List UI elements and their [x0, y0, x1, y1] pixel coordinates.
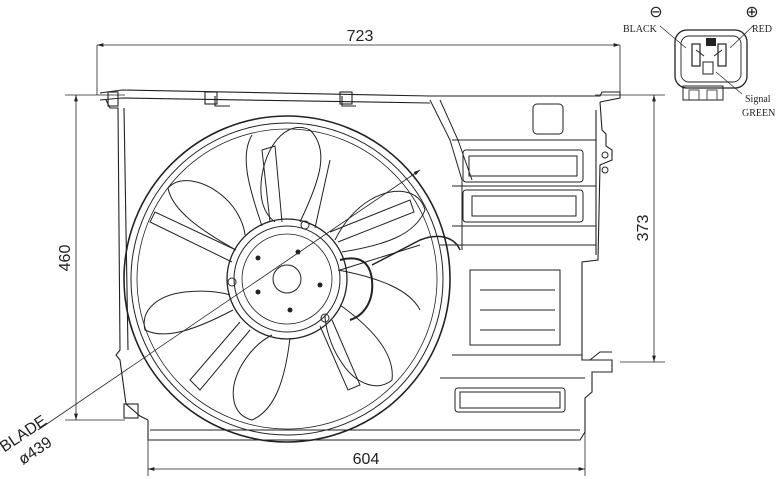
black-wire-label: BLACK — [623, 24, 658, 35]
green-wire-label: GREEN — [742, 108, 775, 119]
motor-struts — [149, 145, 421, 391]
connector-diagram — [659, 25, 754, 101]
overall-width-label: 723 — [347, 28, 374, 45]
red-wire-label: RED — [752, 24, 772, 35]
plus-terminal-icon: ⊕ — [745, 2, 758, 21]
fan-blades — [143, 126, 426, 421]
signal-wire-label: Signal — [745, 94, 771, 105]
bottom-width-label: 604 — [353, 451, 380, 468]
right-height-label: 373 — [635, 215, 652, 242]
fan-ring — [123, 115, 451, 443]
resistor-housing — [429, 99, 612, 413]
overall-height-label: 460 — [57, 245, 74, 272]
minus-terminal-icon: ⊖ — [649, 2, 662, 21]
motor-hub — [227, 220, 461, 323]
